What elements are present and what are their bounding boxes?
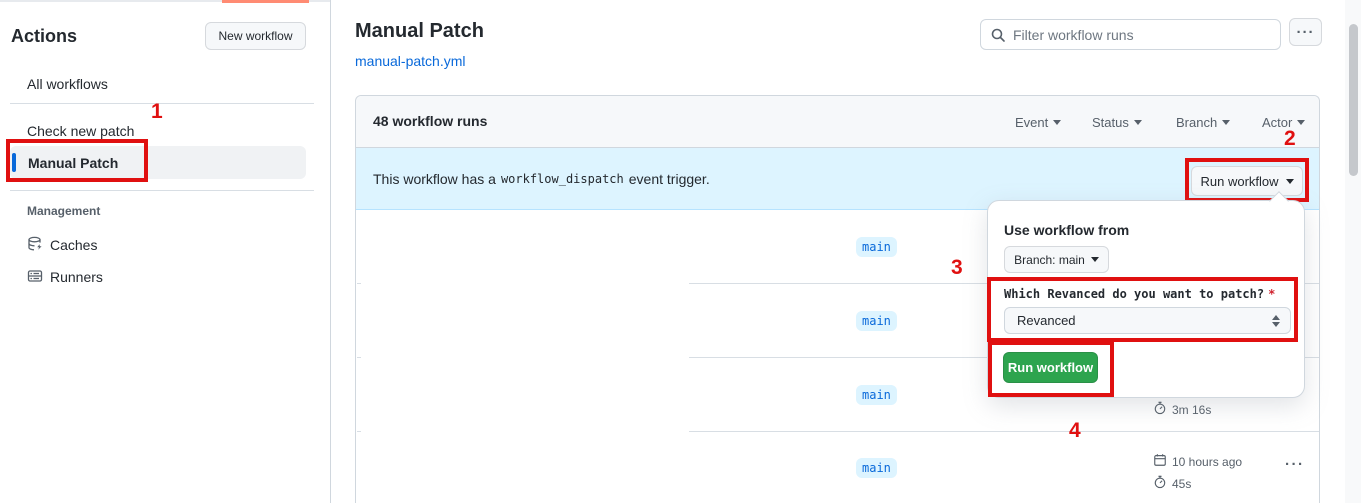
annotation-number-1: 1	[151, 100, 163, 123]
filter-status[interactable]: Status	[1092, 115, 1142, 130]
annotation-number-4: 4	[1069, 419, 1081, 442]
run-duration: 3m 16s	[1153, 401, 1211, 418]
row-divider	[689, 431, 1319, 432]
selected-indicator-bar	[12, 153, 16, 172]
annotation-number-3: 3	[951, 256, 963, 279]
sidebar-divider-line	[10, 103, 314, 104]
banner-text: This workflow has a workflow_dispatch ev…	[373, 170, 710, 187]
chevron-down-icon	[1222, 120, 1231, 125]
run-date: 10 hours ago	[1153, 453, 1242, 470]
cache-icon	[27, 236, 43, 257]
chevron-down-icon	[1133, 120, 1142, 125]
annotation-number-2: 2	[1284, 127, 1296, 150]
page-title: Manual Patch	[355, 20, 484, 42]
run-workflow-dialog: Use workflow from Branch: main Which Rev…	[987, 200, 1305, 398]
filter-actor[interactable]: Actor	[1262, 115, 1306, 130]
sidebar-item-check-new-patch[interactable]: Check new patch	[27, 123, 135, 139]
sidebar-divider-line	[10, 190, 314, 191]
branch-badge[interactable]: main	[856, 237, 897, 257]
runs-count: 48 workflow runs	[373, 113, 488, 129]
sidebar-item-runners[interactable]: Runners	[50, 269, 103, 285]
run-duration: 45s	[1153, 475, 1191, 492]
required-asterisk: *	[1268, 287, 1276, 301]
chevron-down-icon	[1090, 257, 1099, 262]
runs-table-header: 48 workflow runs Event Status Branch Act…	[356, 96, 1319, 148]
workflow-input-label: Which Revanced do you want to patch?*	[1004, 287, 1276, 301]
new-workflow-button[interactable]: New workflow	[205, 22, 306, 50]
calendar-icon	[1153, 453, 1167, 470]
workflow-run-row: main 3m 16s	[356, 358, 1319, 432]
scrollbar-thumb[interactable]	[1349, 24, 1358, 176]
sidebar-divider	[330, 0, 331, 503]
branch-badge[interactable]: main	[856, 458, 897, 478]
sidebar-item-all-workflows[interactable]: All workflows	[27, 76, 108, 92]
sidebar-item-caches[interactable]: Caches	[50, 237, 98, 253]
stopwatch-icon	[1153, 401, 1167, 418]
sidebar-title: Actions	[11, 26, 78, 46]
management-heading: Management	[27, 204, 101, 218]
branch-badge[interactable]: main	[856, 311, 897, 331]
search-input[interactable]	[980, 19, 1281, 50]
workflow-dispatch-banner: This workflow has a workflow_dispatch ev…	[356, 148, 1319, 210]
run-workflow-submit-button[interactable]: Run workflow	[1003, 352, 1098, 383]
code-span: workflow_dispatch	[500, 171, 624, 186]
search-icon	[990, 27, 1006, 48]
stopwatch-icon	[1153, 475, 1167, 492]
row-divider-stub	[357, 431, 361, 432]
branch-badge[interactable]: main	[856, 385, 897, 405]
kebab-menu-button[interactable]: ···	[1289, 18, 1322, 46]
chevron-down-icon	[1285, 178, 1294, 184]
branch-select-button[interactable]: Branch: main	[1004, 246, 1109, 273]
row-divider-stub	[357, 283, 361, 284]
workflow-run-row: main 10 hours ago 45s	[356, 432, 1319, 503]
chevron-down-icon	[1297, 120, 1306, 125]
chevron-down-icon	[1053, 120, 1062, 125]
top-divider	[0, 0, 331, 2]
runners-icon	[27, 268, 43, 289]
sidebar-item-manual-patch[interactable]	[10, 146, 306, 179]
row-divider-stub	[357, 357, 361, 358]
filter-event[interactable]: Event	[1015, 115, 1062, 130]
dialog-heading: Use workflow from	[1004, 222, 1130, 238]
filter-branch[interactable]: Branch	[1176, 115, 1231, 130]
cropped-annotation-bar	[222, 0, 309, 3]
sidebar-item-manual-patch-label: Manual Patch	[28, 155, 119, 171]
revanced-select[interactable]: Revanced	[1004, 307, 1291, 334]
row-kebab-menu[interactable]: ···	[1285, 456, 1305, 473]
run-workflow-dropdown-button[interactable]: Run workflow	[1191, 166, 1303, 196]
select-chevrons-icon	[1272, 314, 1280, 327]
workflow-file-link[interactable]: manual-patch.yml	[355, 53, 466, 69]
